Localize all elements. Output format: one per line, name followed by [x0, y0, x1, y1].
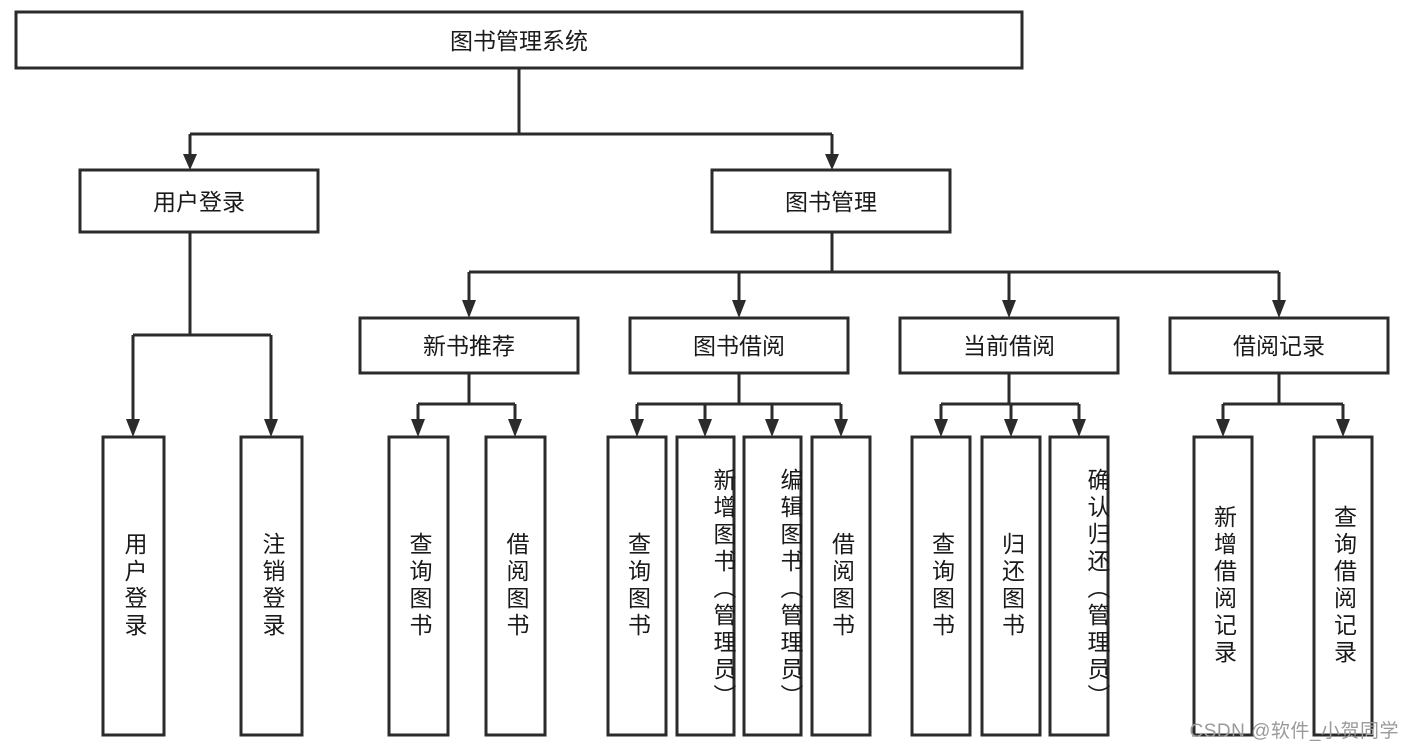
leaf-label-cb-query-book: 查询图书 [928, 532, 955, 640]
arrowhead-user-login [183, 154, 197, 170]
leaf-label-br-query-record: 查询借阅记录 [1330, 505, 1357, 667]
connector-user-login-to-leaves [126, 232, 278, 437]
leaf-box-br-query-record[interactable] [1312, 435, 1374, 737]
arrowhead-nb-leaf-1 [411, 419, 425, 437]
leaf-label-nb-query-book: 查询图书 [406, 532, 432, 640]
node-new-book-recommend[interactable] [358, 316, 580, 375]
node-root-label: 图书管理系统 [450, 28, 588, 54]
leaf-label-bb-borrow-book: 借阅图书 [828, 532, 855, 640]
node-book-borrow-label: 图书借阅 [693, 333, 785, 359]
connector-root-to-level2 [183, 68, 839, 170]
arrowhead-bb-leaf-2 [698, 419, 712, 437]
leaf-label-bb-edit-book: 编辑图书（管理员） [777, 467, 803, 711]
arrowhead-book-manage [825, 154, 839, 170]
leaf-label-logout: 注销登录 [259, 532, 285, 640]
leaf-label-bb-add-book: 新增图书（管理员） [710, 467, 736, 711]
node-current-borrow-label: 当前借阅 [963, 333, 1055, 359]
leaf-label-cb-confirm-return: 确认归还（管理员） [1084, 467, 1110, 711]
arrowhead-cb-leaf-1 [934, 419, 948, 437]
arrowhead-bb-leaf-4 [834, 419, 848, 437]
leaf-label-br-add-record: 新增借阅记录 [1210, 505, 1237, 667]
leaf-box-logout[interactable] [239, 435, 304, 737]
node-borrow-record-label: 借阅记录 [1233, 333, 1325, 359]
leaf-label-nb-borrow-book: 借阅图书 [503, 532, 529, 640]
leaf-box-cb-confirm-return[interactable] [1048, 435, 1110, 737]
arrowhead-cb-leaf-2 [1004, 419, 1018, 437]
node-book-manage-label: 图书管理 [785, 189, 877, 215]
node-current-borrow[interactable] [898, 316, 1120, 375]
leaf-box-nb-query-book[interactable] [387, 435, 450, 737]
connector-current-borrow-to-leaves [934, 373, 1086, 437]
arrowhead-current-borrow [1002, 300, 1016, 318]
node-root[interactable] [14, 10, 1024, 70]
arrowhead-book-borrow [732, 300, 746, 318]
node-book-borrow[interactable] [628, 316, 850, 375]
leaf-box-br-add-record[interactable] [1192, 435, 1254, 737]
leaf-box-bb-edit-book[interactable] [742, 435, 803, 737]
arrowhead-cb-leaf-3 [1072, 419, 1086, 437]
arrowhead-bb-leaf-1 [630, 419, 644, 437]
node-book-manage[interactable] [710, 168, 952, 234]
connector-new-book-to-leaves [411, 373, 522, 437]
node-borrow-record[interactable] [1168, 316, 1390, 375]
arrowhead-br-leaf-1 [1216, 419, 1230, 437]
node-user-login[interactable] [78, 168, 320, 234]
connector-book-manage-to-level3 [462, 232, 1286, 318]
arrowhead-new-book [462, 300, 476, 318]
leaf-box-cb-return-book[interactable] [980, 435, 1042, 737]
csdn-watermark: CSDN @软件_小贺同学 [1189, 721, 1399, 742]
leaf-box-bb-borrow-book[interactable] [810, 435, 872, 737]
arrowhead-bb-leaf-3 [765, 419, 779, 437]
leaf-box-bb-query-book[interactable] [606, 435, 668, 737]
node-user-login-label: 用户登录 [153, 189, 245, 215]
arrowhead-leaf-logout [264, 419, 278, 437]
leaf-box-user-login[interactable] [101, 435, 166, 737]
leaf-box-nb-borrow-book[interactable] [484, 435, 547, 737]
leaf-label-user-login: 用户登录 [121, 532, 147, 640]
arrowhead-borrow-record [1272, 300, 1286, 318]
arrowhead-br-leaf-2 [1336, 419, 1350, 437]
leaf-label-cb-return-book: 归还图书 [998, 532, 1025, 640]
arrowhead-leaf-user-login [126, 419, 140, 437]
leaf-box-cb-query-book[interactable] [910, 435, 972, 737]
node-new-book-recommend-label: 新书推荐 [423, 333, 515, 359]
connector-book-borrow-to-leaves [630, 373, 848, 437]
leaf-box-bb-add-book[interactable] [675, 435, 736, 737]
arrowhead-nb-leaf-2 [508, 419, 522, 437]
leaf-label-bb-query-book: 查询图书 [624, 532, 651, 640]
connector-borrow-record-to-leaves [1216, 373, 1350, 437]
